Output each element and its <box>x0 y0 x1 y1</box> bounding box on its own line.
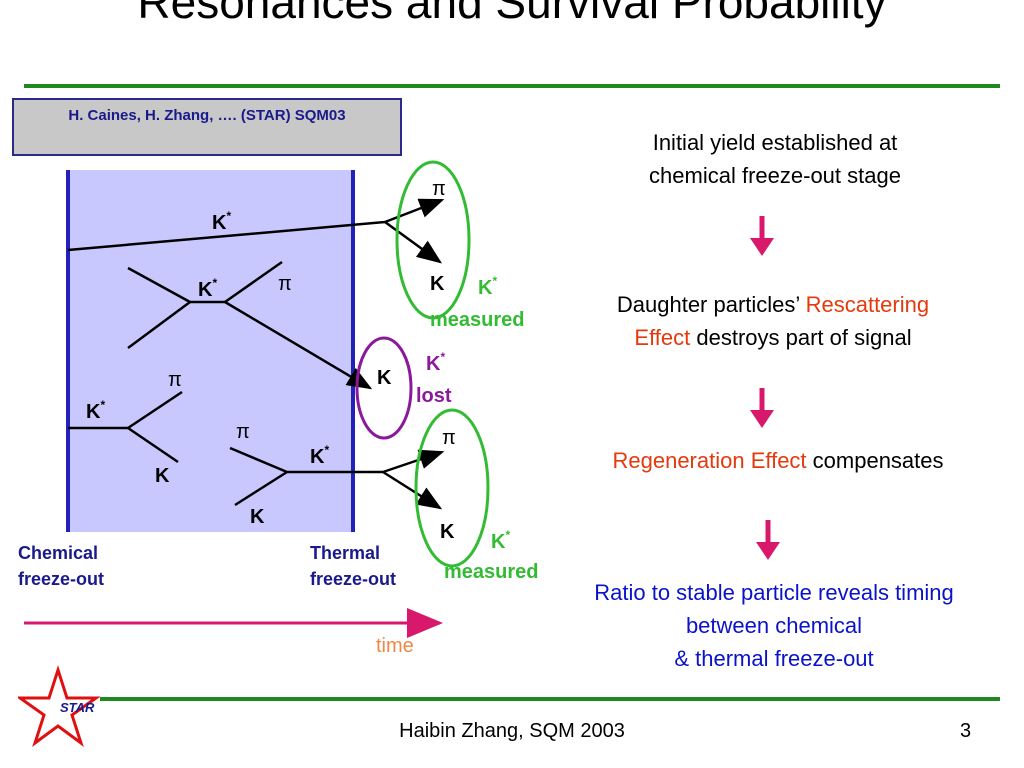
kaon-label-3: K <box>155 465 170 487</box>
slide-title: Resonances and Survival Probability <box>137 0 887 28</box>
decay-early <box>68 390 183 464</box>
svg-text:STAR: STAR <box>60 700 95 715</box>
decay-bottom <box>229 446 445 510</box>
measured-oval-top <box>395 160 471 320</box>
top-divider <box>24 84 1000 88</box>
step-initial-yield: Initial yield established at chemical fr… <box>649 130 901 188</box>
kstar-label-3: K* <box>86 398 105 423</box>
star-logo-icon <box>18 665 101 747</box>
time-label: time <box>376 635 414 657</box>
measured-kstar-bottom: K* <box>491 528 510 553</box>
down-arrow-3 <box>756 520 780 560</box>
down-arrow-2 <box>750 388 774 428</box>
kaon-label-4a: K <box>250 506 265 528</box>
pi-label-1: π <box>432 178 446 200</box>
pi-label-4b: π <box>442 427 456 449</box>
reference-box: H. Caines, H. Zhang, …. (STAR) SQM03 <box>12 98 402 156</box>
resonance-diagram: K* π K K* π K K* π K K* π K π K <box>24 160 539 657</box>
pi-label-3: π <box>168 369 182 391</box>
kaon-label-1: K <box>430 273 445 295</box>
measured-oval-bottom <box>414 408 490 568</box>
footer-author: Haibin Zhang, SQM 2003 <box>399 720 625 742</box>
kstar-label-2: K* <box>198 276 217 301</box>
lost-label: lost <box>416 385 452 407</box>
kstar-label-4: K* <box>310 443 329 468</box>
fireball-phase-region <box>68 170 353 532</box>
step-rescattering: Daughter particles’ Rescattering Effect … <box>616 292 930 350</box>
chemical-freezeout-label: Chemical freeze-out <box>18 543 105 589</box>
bottom-divider <box>100 697 1000 701</box>
decay-top <box>67 198 445 264</box>
measured-label-top: measured <box>430 309 525 331</box>
pi-label-2: π <box>278 273 292 295</box>
step-regeneration: Regeneration Effect compensates <box>612 448 944 473</box>
step-ratio: Ratio to stable particle reveals timing … <box>594 580 954 671</box>
kaon-label-4b: K <box>440 521 455 543</box>
pi-label-4a: π <box>236 421 250 443</box>
lost-oval <box>355 336 413 440</box>
kaon-label-2: K <box>377 367 392 389</box>
reference-text: H. Caines, H. Zhang, …. (STAR) SQM03 <box>68 107 346 124</box>
decay-lost <box>127 260 373 390</box>
thermal-freezeout-label: Thermal freeze-out <box>310 543 397 589</box>
star-logo: STAR <box>18 665 101 747</box>
measured-label-bottom: measured <box>444 561 539 583</box>
lost-kstar: K* <box>426 350 445 375</box>
down-arrow-1 <box>750 216 774 256</box>
kstar-label-1: K* <box>212 209 231 234</box>
measured-kstar-top: K* <box>478 274 497 299</box>
page-number: 3 <box>960 720 972 742</box>
